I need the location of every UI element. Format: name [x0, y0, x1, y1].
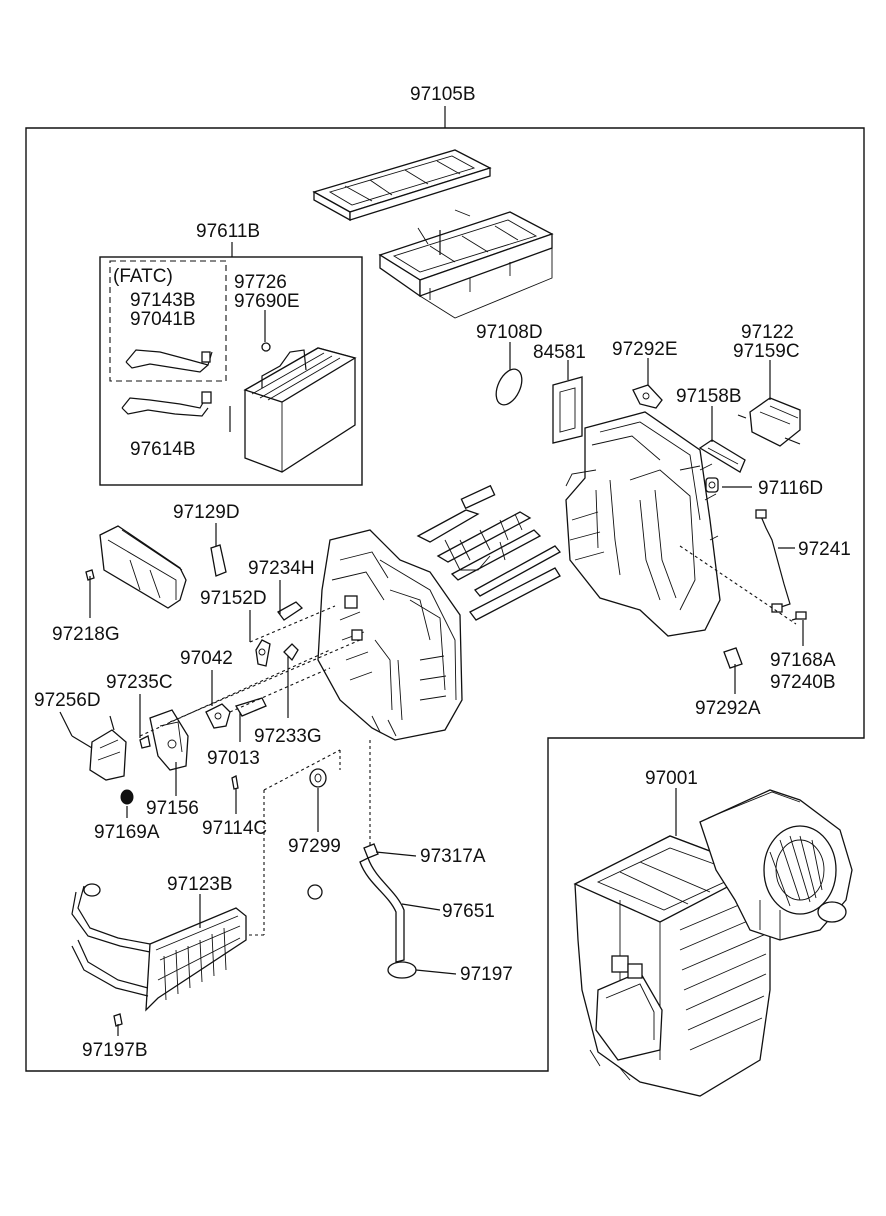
link-g: [283, 643, 299, 662]
actuator-motor-right: [737, 397, 801, 447]
case-cover-box: [99, 242, 363, 486]
clip-part: [705, 477, 719, 493]
mode-door-linkage: [416, 484, 562, 621]
label-connector-b: 97240B: [770, 672, 836, 693]
link-d: [255, 639, 271, 667]
sensor-harness-fatc: [125, 349, 213, 373]
grommet-a: [120, 789, 134, 805]
seal-ring: [495, 368, 523, 406]
heater-core: [71, 883, 247, 1012]
label-bracket-a: 97292A: [695, 698, 761, 719]
label-pipe-clip: 97197B: [82, 1040, 148, 1061]
side-duct: [99, 525, 187, 609]
label-sensor-a: 97143B: [130, 290, 196, 311]
door-lever: [205, 703, 231, 729]
label-link-g: 97233G: [254, 726, 322, 747]
label-fatc: (FATC): [113, 266, 173, 287]
label-wire-harness: 97614B: [130, 439, 196, 460]
label-wiring: 97241: [798, 539, 851, 560]
gasket-plate: [552, 376, 583, 444]
label-clamp-317a: 97317A: [420, 846, 486, 867]
blower-unit-assembly: [573, 789, 853, 1097]
clamp-pin: [85, 569, 95, 581]
label-grommet-a: 97169A: [94, 822, 160, 843]
label-actuator-a: 97122: [741, 322, 794, 343]
label-clip-d: 97116D: [758, 478, 823, 499]
actuator-156: [149, 709, 189, 771]
label-motor-d: 97256D: [34, 690, 101, 711]
label-sensor-b: 97041B: [130, 309, 196, 330]
connector-pins: [791, 611, 807, 621]
label-heater-core: 97123B: [167, 874, 233, 895]
fatc-dashed-box: [109, 260, 227, 382]
label-blower-unit: 97001: [645, 768, 698, 789]
pipe-clip: [113, 1013, 123, 1027]
label-screw-c: 97235C: [106, 672, 173, 693]
drain-hose-assembly: [359, 843, 417, 979]
lever-arm: [698, 439, 746, 473]
filter-frame-upper: [312, 149, 492, 222]
label-case-cover: 97611B: [196, 221, 260, 242]
label-main-assembly: 97105B: [410, 84, 476, 105]
screw-c: [139, 735, 151, 749]
label-bracket-e: 97292E: [612, 339, 678, 360]
label-hose: 97651: [442, 901, 495, 922]
case-housing-right: [565, 411, 721, 637]
motor-d: [89, 715, 127, 781]
label-seal: 97108D: [476, 322, 543, 343]
label-arm: 97013: [207, 748, 260, 769]
label-lever-b: 97158B: [676, 386, 742, 407]
label-evaporator-b: 97690E: [234, 291, 300, 312]
label-plug: 97299: [288, 836, 341, 857]
screw-114c: [231, 775, 239, 790]
duct-clip: [210, 544, 227, 577]
main-assembly-frame: [25, 106, 865, 1072]
guide-lines: [139, 545, 797, 936]
wiring-lead: [755, 509, 791, 613]
plug: [309, 768, 327, 788]
label-link-d: 97152D: [200, 588, 267, 609]
label-connector-a: 97168A: [770, 650, 836, 671]
label-gasket: 84581: [533, 342, 586, 363]
label-lever-h: 97234H: [248, 558, 315, 579]
label-actuator-156: 97156: [146, 798, 199, 819]
label-door-lever: 97042: [180, 648, 233, 669]
case-housing-center: [317, 529, 463, 741]
evaporator-core: [243, 342, 357, 473]
label-duct-d: 97129D: [173, 502, 240, 523]
nut: [307, 884, 323, 900]
label-grommet-197: 97197: [460, 964, 513, 985]
wire-harness: [121, 391, 212, 417]
label-clamp-g: 97218G: [52, 624, 120, 645]
bracket-clip: [723, 647, 743, 669]
lever-h: [277, 601, 304, 621]
label-actuator-b: 97159C: [733, 341, 800, 362]
label-evaporator-a: 97726: [234, 272, 287, 293]
label-screw-114c: 97114C: [202, 818, 267, 839]
bracket-small: [632, 384, 663, 409]
leader-lines: [59, 230, 804, 1036]
filter-frame-lower: [378, 209, 554, 319]
